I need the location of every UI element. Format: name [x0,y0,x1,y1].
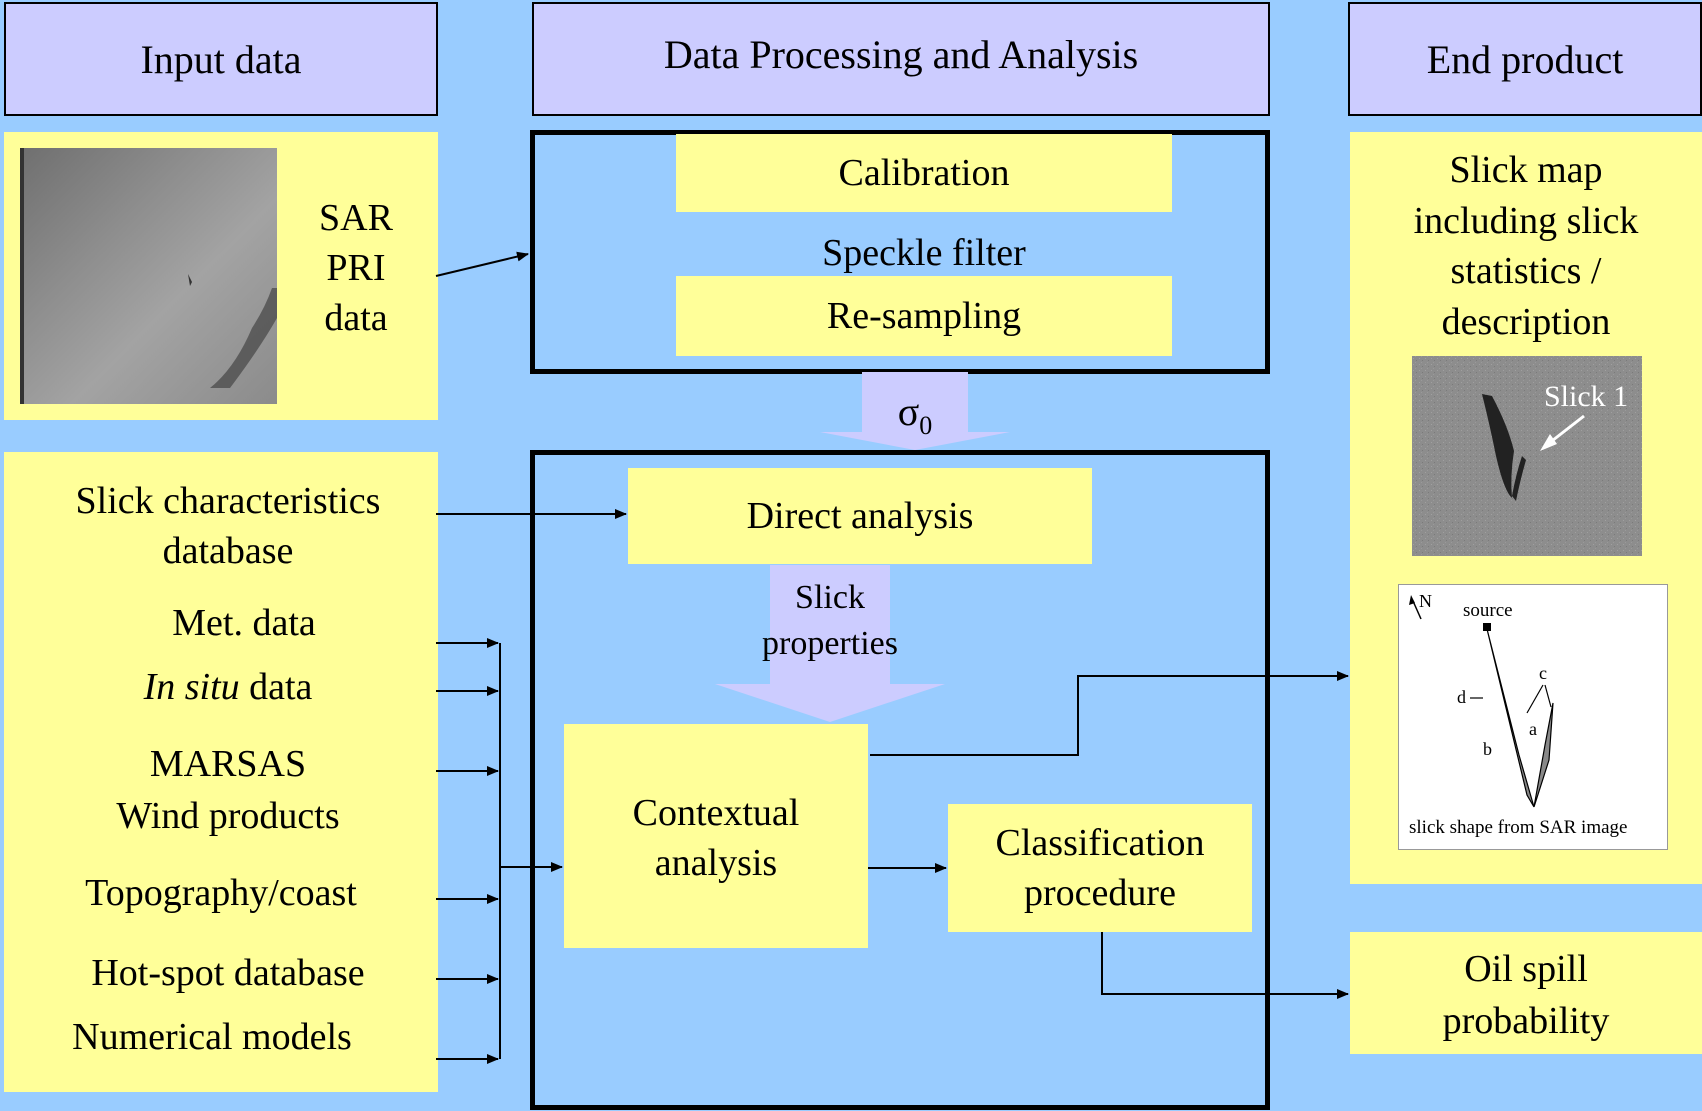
classification-line2: procedure [1024,872,1176,914]
header-end-product: End product [1348,2,1702,116]
sar-label-line3: data [324,297,388,339]
header-input-label: Input data [140,36,302,82]
slick-properties-line1: Slick [795,579,865,616]
header-processing: Data Processing and Analysis [532,2,1270,116]
header-input-data: Input data [4,2,438,116]
marsas-line2: Wind products [116,795,340,837]
slick-1-label: Slick 1 [1544,380,1628,413]
slick-shape-sketch-svg: N source b a c d slick shape from SAR im… [1409,591,1627,838]
c-pointer-1 [1526,684,1544,714]
north-arrow-head [1409,595,1415,605]
classification-box [948,804,1252,932]
slick-db-line1: Slick characteristics [75,480,381,522]
contextual-line1: Contextual [632,792,800,834]
north-arrow-line [1412,600,1422,620]
ancillary-inputs-panel [4,452,438,1092]
resampling-label: Re-sampling [826,295,1022,337]
speckle-filter-label: Speckle filter [822,232,1026,274]
sar-label-line2: PRI [326,247,386,289]
header-processing-label: Data Processing and Analysis [663,31,1139,77]
c-pointer-2 [1544,684,1552,708]
slick-map-line2: including slick [1413,200,1639,242]
numerical-models-label: Numerical models [72,1016,352,1058]
insitu-italic: In situ [143,666,240,708]
contextual-analysis-box [564,724,868,948]
sar-image-thumbnail [20,148,277,404]
label-c: c [1539,663,1547,683]
analysis-frame [530,450,1270,1110]
source-label: source [1463,600,1513,621]
direct-analysis-box: Direct analysis [628,468,1092,564]
met-data-label: Met. data [172,602,316,644]
label-d: d [1457,687,1466,707]
classification-line1: Classification [995,822,1205,864]
slick-1-pointer-head [1540,434,1557,451]
slick-shape-branch [1533,702,1554,808]
sar-label-line1: SAR [319,197,393,239]
calibration-label: Calibration [838,152,1010,194]
north-label: N [1419,591,1432,611]
insitu-rest: data [239,666,313,708]
sigma-label: σ0 [862,390,968,448]
slick-sar-image: Slick 1 [1412,356,1642,556]
slick-1-pointer-line [1547,414,1585,446]
contextual-line2: analysis [654,842,778,884]
hotspot-label: Hot-spot database [91,952,365,994]
oil-spill-line1: Oil spill [1464,948,1588,990]
header-end-label: End product [1426,36,1624,82]
topography-label: Topography/coast [85,872,357,914]
label-a: a [1529,719,1537,739]
label-b: b [1483,739,1492,759]
arrow-sar-to-preprocessing [435,251,529,277]
sar-image-slicks [20,148,277,404]
slick-shape-main [1486,628,1535,808]
resampling-box: Re-sampling [676,276,1172,356]
slick-map-line4: description [1441,301,1611,343]
oil-spill-line2: probability [1442,1000,1610,1042]
preprocessing-frame [530,130,1270,374]
slick-properties-line2: properties [762,625,898,662]
slick-shape-sketch: N source b a c d slick shape from SAR im… [1398,584,1668,850]
slick-sar-image-content: Slick 1 [1412,356,1642,556]
sigma-subscript: 0 [919,411,933,440]
direct-analysis-label: Direct analysis [746,495,974,537]
sigma-symbol: σ [897,389,920,434]
slick-db-line2: database [162,530,294,572]
slick-map-line3: statistics / [1450,250,1602,292]
sketch-caption: slick shape from SAR image [1409,817,1627,838]
marsas-line1: MARSAS [149,743,307,785]
calibration-box: Calibration [676,134,1172,212]
slick-map-line1: Slick map [1449,149,1603,191]
oil-spill-probability-box [1350,932,1702,1054]
source-marker [1483,623,1491,631]
insitu-data-label: In situ data [4,662,452,712]
